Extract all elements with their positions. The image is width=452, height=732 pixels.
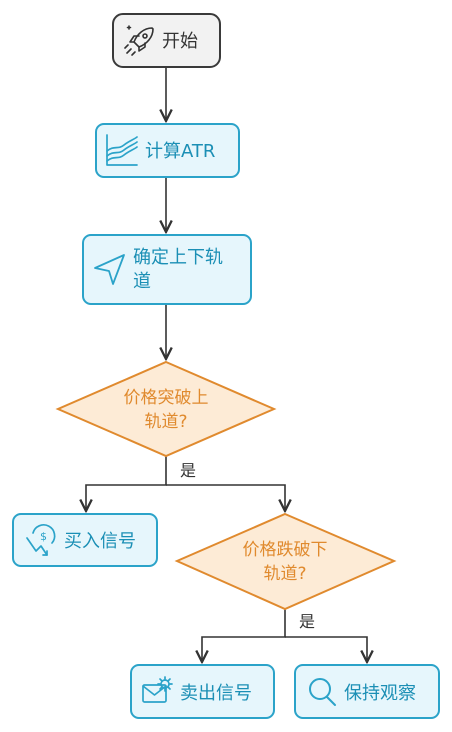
decision-break-lower-line2: 轨道?	[263, 564, 306, 584]
money-down-icon: $	[26, 524, 56, 556]
edge-lower-to-sell	[202, 609, 286, 662]
start-node[interactable]: 开始	[112, 13, 221, 68]
determine-channel-label-line2: 道	[133, 271, 151, 292]
yes-label-lower: 是	[299, 612, 315, 631]
compute-atr-label: 计算ATR	[145, 141, 215, 162]
sell-signal-node[interactable]: 卖出信号	[130, 664, 275, 719]
buy-signal-node[interactable]: $ 买入信号	[12, 513, 158, 567]
rocket-icon	[124, 25, 154, 56]
edge-upper-to-buy	[86, 456, 167, 511]
determine-channel-node[interactable]: 确定上下轨 道	[82, 234, 252, 305]
buy-signal-label: 买入信号	[64, 531, 136, 552]
decision-break-lower-line1: 价格跌破下	[243, 540, 328, 560]
edge-lower-to-hold	[285, 636, 367, 662]
yes-label-upper: 是	[180, 461, 196, 480]
start-label: 开始	[162, 31, 198, 52]
determine-channel-label-line1: 确定上下轨	[133, 247, 223, 268]
decision-break-upper[interactable]: 价格突破上 轨道?	[55, 360, 277, 458]
sell-signal-label: 卖出信号	[180, 683, 252, 704]
hold-observe-node[interactable]: 保持观察	[294, 664, 440, 719]
svg-text:$: $	[40, 530, 47, 543]
mail-gear-icon	[142, 676, 173, 703]
edge-upper-to-lower	[166, 484, 285, 511]
hold-observe-label: 保持观察	[344, 683, 416, 704]
navigation-arrow-icon	[94, 254, 125, 285]
connectors	[86, 67, 367, 662]
decision-break-upper-line2: 轨道?	[144, 412, 187, 432]
chart-area-icon	[106, 134, 138, 166]
decision-break-upper-line1: 价格突破上	[124, 388, 209, 408]
decision-break-lower[interactable]: 价格跌破下 轨道?	[174, 512, 397, 611]
compute-atr-node[interactable]: 计算ATR	[95, 123, 240, 178]
search-icon	[309, 678, 336, 706]
